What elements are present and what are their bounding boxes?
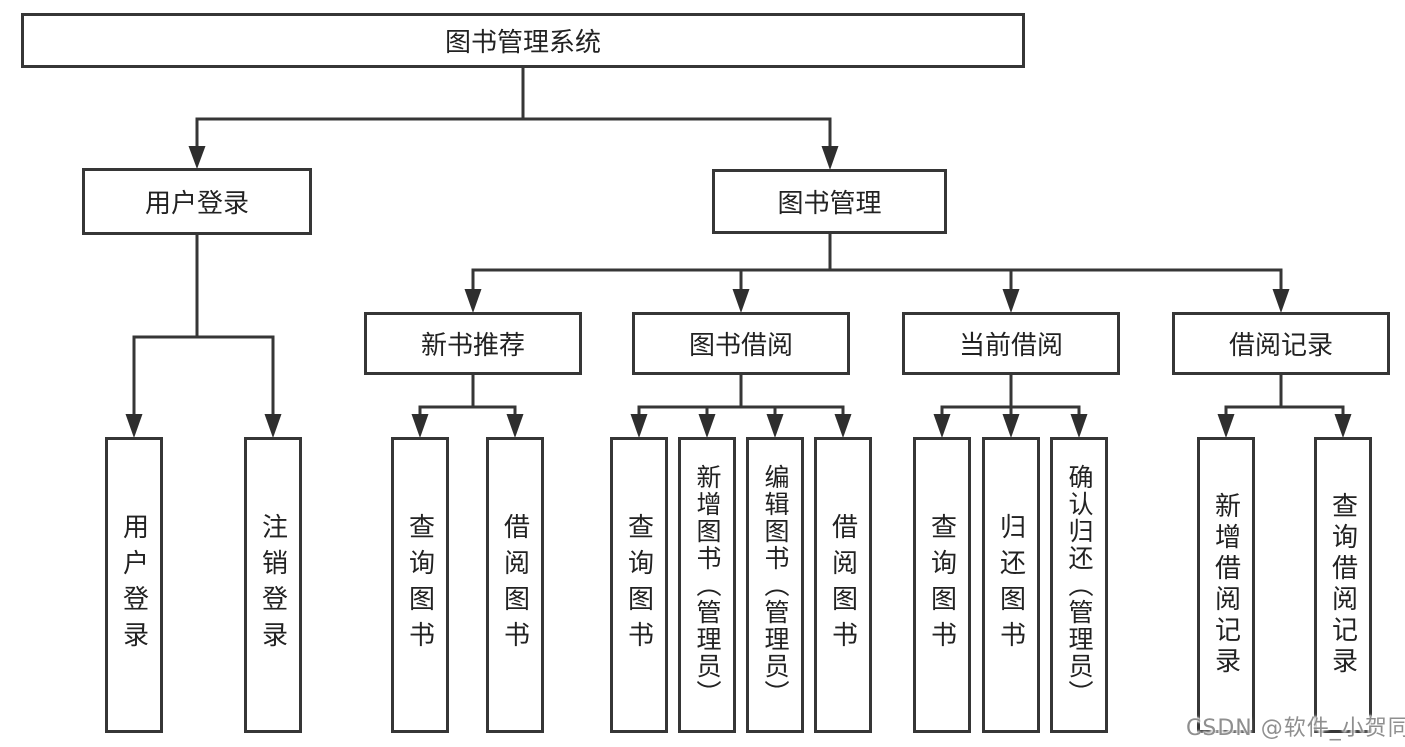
node-borrow-records: 借阅记录 [1172,312,1390,375]
node-book-borrow: 图书借阅 [632,312,850,375]
node-leaf-bb-edit-books-admin: 编辑图书（管理员） [746,437,804,733]
node-new-book-recommend: 新书推荐 [364,312,582,375]
node-leaf-cb-confirm-return-admin: 确认归还（管理员） [1050,437,1108,733]
connector-current-borrow-branch [933,375,1088,438]
connector-borrow-records-branch [1217,375,1352,438]
node-user-login: 用户登录 [82,168,312,235]
node-leaf-cb-return-books: 归还图书 [982,437,1040,733]
node-leaf-br-add-record: 新增借阅记录 [1197,437,1255,733]
node-leaf-br-query-record: 查询借阅记录 [1314,437,1372,733]
node-leaf-cb-query-books: 查询图书 [913,437,971,733]
node-leaf-nbr-query-books: 查询图书 [391,437,449,733]
connector-book-borrow-branch [630,375,852,438]
node-current-borrow: 当前借阅 [902,312,1120,375]
node-book-management: 图书管理 [712,169,947,234]
connector-book-management-branch [464,234,1290,313]
node-root-library-system: 图书管理系统 [21,13,1025,68]
connector-user-login-branch [125,235,282,438]
node-leaf-bb-query-books: 查询图书 [610,437,668,733]
connector-root-to-level1 [188,68,839,170]
node-leaf-logout: 注销登录 [244,437,302,733]
node-leaf-user-login: 用户登录 [105,437,163,733]
node-leaf-nbr-borrow-books: 借阅图书 [486,437,544,733]
node-leaf-bb-borrow-books: 借阅图书 [814,437,872,733]
node-leaf-bb-add-books-admin: 新增图书（管理员） [678,437,736,733]
csdn-watermark: CSDN @软件_小贺同学 [1186,716,1405,741]
connector-new-book-recommend-branch [411,375,524,438]
